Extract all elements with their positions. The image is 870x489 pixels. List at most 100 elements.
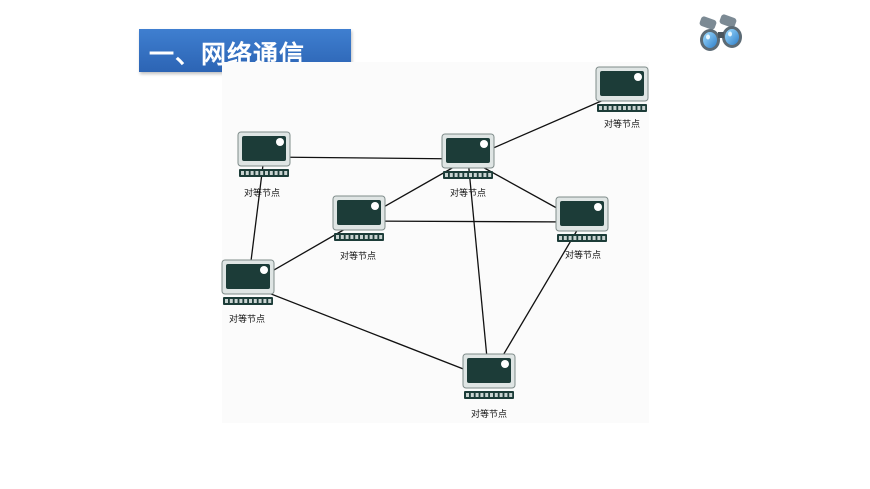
keyboard-key [265, 171, 268, 175]
keyboard-key [336, 235, 339, 239]
keyboard-key [473, 173, 477, 177]
keyboard-key [345, 235, 349, 239]
keyboard-key [225, 299, 228, 303]
keyboard-key [355, 235, 359, 239]
node-label: 对等节点 [565, 249, 601, 261]
screen-glare [260, 266, 268, 274]
keyboard-key [260, 171, 264, 175]
monitor-screen [467, 358, 511, 383]
keyboard-key [464, 173, 468, 177]
keyboard-key [350, 235, 354, 239]
keyboard-key [483, 173, 487, 177]
keyboard-key [618, 106, 622, 110]
keyboard-key [627, 106, 631, 110]
monitor-screen [600, 71, 644, 96]
keyboard-key [269, 171, 273, 175]
keyboard-key [255, 171, 259, 175]
peer-node-top-right: 对等节点 [595, 66, 649, 130]
keyboard-key [284, 171, 288, 175]
keyboard-key [509, 393, 513, 397]
peer-node-top-center: 对等节点 [441, 133, 495, 199]
keyboard-key [445, 173, 448, 177]
keyboard-key [478, 173, 482, 177]
keyboard-key [608, 106, 612, 110]
peer-node-middle-left: 对等节点 [221, 259, 275, 325]
keyboard-key [602, 236, 606, 240]
keyboard-key [369, 235, 373, 239]
binoculars-icon [699, 14, 742, 51]
monitor-screen [226, 264, 270, 289]
node-label: 对等节点 [450, 187, 486, 199]
monitor-screen [242, 136, 286, 161]
screen-glare [594, 203, 602, 211]
keyboard-key [279, 171, 283, 175]
keyboard-key [504, 393, 508, 397]
keyboard-key [613, 106, 617, 110]
keyboard-key [475, 393, 479, 397]
keyboard-key [244, 299, 248, 303]
keyboard-key [578, 236, 582, 240]
link-top-left-to-top-center [263, 156, 469, 160]
keyboard-key [592, 236, 596, 240]
link-middle-center-to-middle-right [358, 220, 583, 223]
keyboard-key [623, 106, 626, 110]
keyboard-key [490, 393, 493, 397]
keyboard-key [229, 299, 233, 303]
keyboard-key [568, 236, 572, 240]
screen-glare [276, 138, 284, 146]
keyboard-key [245, 171, 249, 175]
keyboard-key [454, 173, 458, 177]
keyboard-key [263, 299, 267, 303]
keyboard-key [249, 299, 252, 303]
screen-glare [634, 73, 642, 81]
link-middle-left-to-bottom [247, 284, 490, 380]
network-diagram-area [222, 62, 649, 423]
keyboard-key [459, 173, 463, 177]
keyboard-key [250, 171, 254, 175]
keyboard-key [573, 236, 577, 240]
keyboard-key [587, 236, 591, 240]
keyboard-key [449, 173, 453, 177]
keyboard-key [253, 299, 257, 303]
link-middle-right-to-bottom [488, 221, 583, 380]
node-label: 对等节点 [229, 313, 265, 325]
keyboard-key [603, 106, 607, 110]
keyboard-key [469, 173, 472, 177]
keyboard-key [559, 236, 562, 240]
keyboard-key [234, 299, 238, 303]
keyboard-key [379, 235, 383, 239]
keyboard-key [494, 393, 498, 397]
node-layer: 对等节点对等节点对等节点对等节点对等节点对等节点对等节点 [221, 66, 649, 420]
keyboard-key [499, 393, 503, 397]
keyboard-key [274, 171, 278, 175]
keyboard-key [239, 299, 243, 303]
keyboard-key [470, 393, 474, 397]
keyboard-key [597, 236, 601, 240]
keyboard-key [583, 236, 586, 240]
link-top-center-to-bottom [467, 158, 490, 380]
node-label: 对等节点 [604, 118, 640, 130]
keyboard-key [642, 106, 646, 110]
keyboard-key [488, 173, 492, 177]
keyboard-key [466, 393, 469, 397]
peer-node-top-left: 对等节点 [237, 131, 291, 199]
keyboard-key [485, 393, 489, 397]
peer-node-bottom: 对等节点 [462, 353, 516, 420]
keyboard-key [637, 106, 641, 110]
keyboard-key [374, 235, 378, 239]
screen-glare [480, 140, 488, 148]
keyboard-key [340, 235, 344, 239]
keyboard-key [480, 393, 484, 397]
peer-node-middle-center: 对等节点 [332, 195, 386, 262]
screen-glare [371, 202, 379, 210]
keyboard-key [360, 235, 363, 239]
screen-glare [501, 360, 509, 368]
monitor-screen [446, 138, 490, 163]
node-label: 对等节点 [340, 250, 376, 262]
node-label: 对等节点 [471, 408, 507, 420]
node-label: 对等节点 [244, 187, 280, 199]
monitor-screen [560, 201, 604, 226]
keyboard-key [364, 235, 368, 239]
keyboard-key [268, 299, 272, 303]
